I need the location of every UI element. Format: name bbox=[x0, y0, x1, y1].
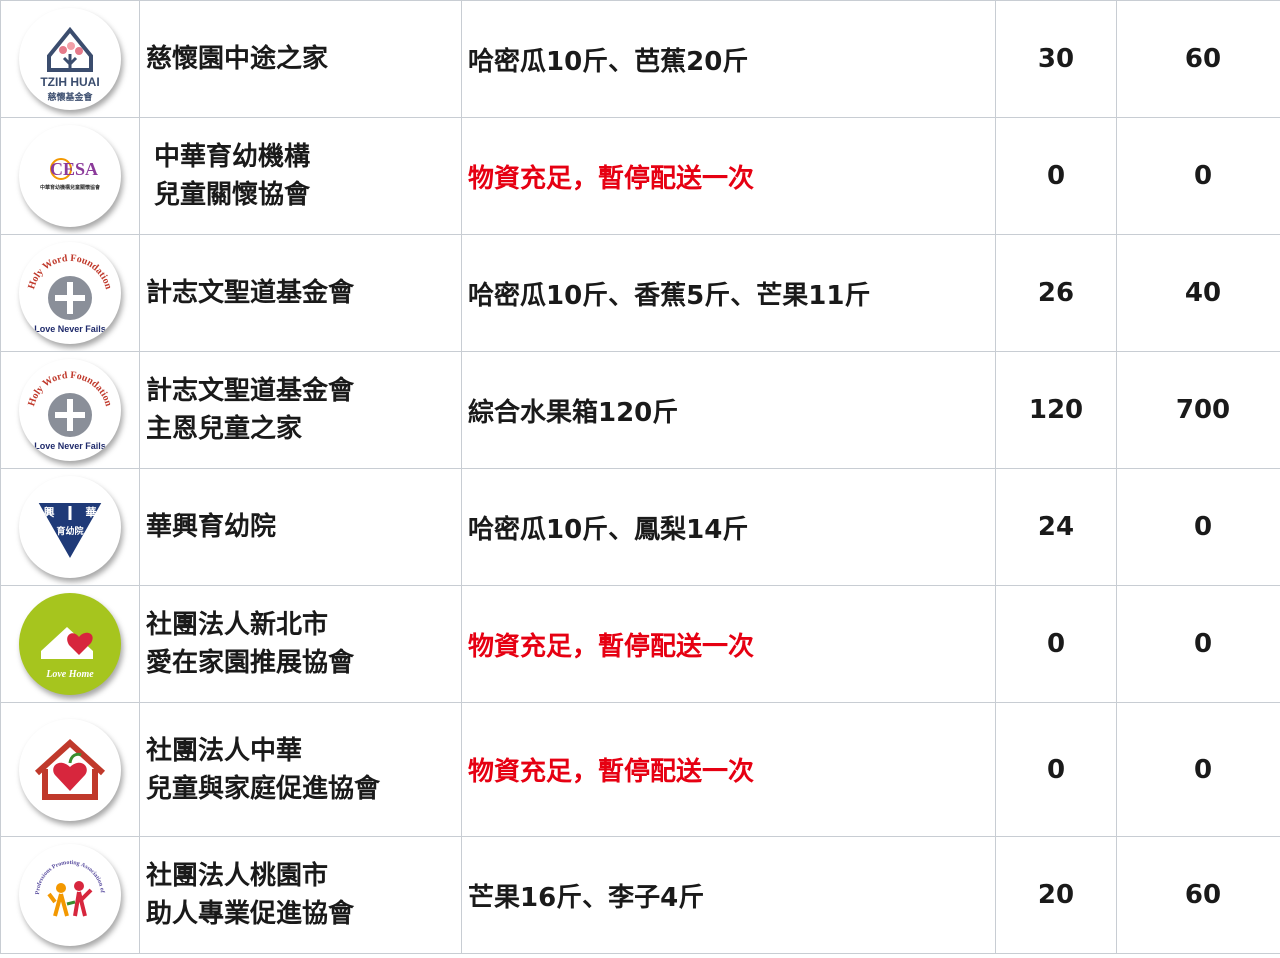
quantity-1: 0 bbox=[995, 117, 1117, 235]
organization-name: 社團法人新北市 愛在家園推展協會 bbox=[139, 585, 462, 703]
svg-text:育幼院: 育幼院 bbox=[56, 525, 83, 537]
logo-cell: Helping Professions Promoting Associatio… bbox=[0, 836, 140, 954]
organization-name-line: 社團法人桃園市 bbox=[146, 861, 329, 891]
svg-text:興: 興 bbox=[44, 505, 55, 519]
organization-name-line: 社團法人新北市 bbox=[146, 610, 329, 640]
quantity-2: 60 bbox=[1116, 0, 1280, 118]
donation-items: 哈密瓜10斤、芭蕉20斤 bbox=[461, 0, 996, 118]
table-row: Holy Word Foundation Love Never Fails 計志… bbox=[0, 351, 1280, 469]
donation-items: 哈密瓜10斤、鳳梨14斤 bbox=[461, 468, 996, 586]
donation-items-text: 物資充足，暫停配送一次 bbox=[468, 631, 755, 662]
organization-name-line: 主恩兒童之家 bbox=[146, 414, 303, 444]
logo-cell: Holy Word Foundation Love Never Fails bbox=[0, 351, 140, 469]
donation-items-text: 哈密瓜10斤、鳳梨14斤 bbox=[468, 514, 749, 545]
organization-name-line: 兒童關懷協會 bbox=[154, 180, 311, 210]
svg-text:Love Never Fails: Love Never Fails bbox=[34, 324, 106, 334]
quantity-2: 0 bbox=[1116, 585, 1280, 703]
organization-name-line: 兒童與家庭促進協會 bbox=[146, 773, 381, 804]
svg-text:慈懷基金會: 慈懷基金會 bbox=[47, 91, 93, 103]
donation-items-text: 物資充足，暫停配送一次 bbox=[468, 757, 755, 787]
helping-professions-logo-icon: Helping Professions Promoting Associatio… bbox=[19, 844, 121, 946]
hua-hsing-orphanage-logo-icon: 興 華 育幼院 bbox=[19, 476, 121, 578]
donation-items-text: 物資充足，暫停配送一次 bbox=[468, 163, 755, 194]
logo-cell: CESA 中華育幼機構兒童關懷協會 bbox=[0, 117, 140, 235]
holy-word-foundation-logo-icon: Holy Word Foundation Love Never Fails bbox=[19, 242, 121, 344]
quantity-2: 60 bbox=[1116, 836, 1280, 954]
quantity-2: 700 bbox=[1116, 351, 1280, 469]
quantity-1: 0 bbox=[995, 585, 1117, 703]
svg-text:CESA: CESA bbox=[50, 159, 98, 179]
tzih-huai-logo-icon: TZIH HUAI 慈懷基金會 bbox=[19, 8, 121, 110]
donation-items: 物資充足，暫停配送一次 bbox=[461, 585, 996, 703]
logo-cell: Holy Word Foundation Love Never Fails bbox=[0, 234, 140, 352]
cesa-logo-icon: CESA 中華育幼機構兒童關懷協會 bbox=[19, 125, 121, 227]
holy-word-foundation-logo-icon: Holy Word Foundation Love Never Fails bbox=[19, 359, 121, 461]
quantity-1: 120 bbox=[995, 351, 1117, 469]
organization-name: 計志文聖道基金會 bbox=[139, 234, 462, 352]
table-row: Helping Professions Promoting Associatio… bbox=[0, 836, 1280, 954]
quantity-2: 0 bbox=[1116, 468, 1280, 586]
organization-name: 社團法人中華 兒童與家庭促進協會 bbox=[139, 702, 462, 837]
svg-text:華: 華 bbox=[86, 505, 97, 519]
organization-name-line: 社團法人中華 bbox=[146, 735, 303, 766]
table-row: TZIH HUAI 慈懷基金會 慈懷園中途之家 哈密瓜10斤、芭蕉20斤 30 … bbox=[0, 0, 1280, 118]
donation-items: 物資充足，暫停配送一次 bbox=[461, 117, 996, 235]
table-row: Holy Word Foundation Love Never Fails 計志… bbox=[0, 234, 1280, 352]
quantity-1: 26 bbox=[995, 234, 1117, 352]
logo-cell: Love Home bbox=[0, 585, 140, 703]
quantity-1: 30 bbox=[995, 0, 1117, 118]
organization-name-line: 助人專業促進協會 bbox=[146, 899, 355, 929]
house-heart-logo-icon bbox=[19, 718, 121, 821]
svg-text:TZIH HUAI: TZIH HUAI bbox=[40, 75, 99, 89]
organization-name: 慈懷園中途之家 bbox=[139, 0, 462, 118]
love-home-logo-icon: Love Home bbox=[19, 593, 121, 695]
donation-items-text: 哈密瓜10斤、香蕉5斤、芒果11斤 bbox=[468, 280, 871, 311]
donation-items: 綜合水果箱120斤 bbox=[461, 351, 996, 469]
svg-text:Love Home: Love Home bbox=[45, 669, 94, 680]
quantity-1: 24 bbox=[995, 468, 1117, 586]
table-row: 社團法人中華 兒童與家庭促進協會 物資充足，暫停配送一次 0 0 bbox=[0, 702, 1280, 837]
organization-name: 社團法人桃園市 助人專業促進協會 bbox=[139, 836, 462, 954]
organization-name-line: 計志文聖道基金會 bbox=[146, 376, 355, 406]
quantity-1: 0 bbox=[995, 702, 1117, 837]
organization-name: 計志文聖道基金會 主恩兒童之家 bbox=[139, 351, 462, 469]
logo-cell: 興 華 育幼院 bbox=[0, 468, 140, 586]
table-row: 興 華 育幼院 華興育幼院 哈密瓜10斤、鳳梨14斤 24 0 bbox=[0, 468, 1280, 586]
svg-text:中華育幼機構兒童關懷協會: 中華育幼機構兒童關懷協會 bbox=[40, 184, 101, 191]
organization-name-line: 計志文聖道基金會 bbox=[146, 278, 355, 308]
donation-items: 物資充足，暫停配送一次 bbox=[461, 702, 996, 837]
quantity-2: 0 bbox=[1116, 702, 1280, 837]
table-row: CESA 中華育幼機構兒童關懷協會 中華育幼機構 兒童關懷協會 物資充足，暫停配… bbox=[0, 117, 1280, 235]
donation-items-text: 芒果16斤、李子4斤 bbox=[468, 882, 705, 913]
organization-name: 華興育幼院 bbox=[139, 468, 462, 586]
svg-text:Love Never Fails: Love Never Fails bbox=[34, 441, 106, 451]
table-row: Love Home 社團法人新北市 愛在家園推展協會 物資充足，暫停配送一次 0… bbox=[0, 585, 1280, 703]
donation-items: 哈密瓜10斤、香蕉5斤、芒果11斤 bbox=[461, 234, 996, 352]
donation-items-text: 綜合水果箱120斤 bbox=[468, 397, 679, 428]
donation-items: 芒果16斤、李子4斤 bbox=[461, 836, 996, 954]
quantity-2: 0 bbox=[1116, 117, 1280, 235]
organization-name: 中華育幼機構 兒童關懷協會 bbox=[139, 117, 462, 235]
organization-name-line: 華興育幼院 bbox=[146, 512, 277, 542]
organization-name-line: 中華育幼機構 bbox=[154, 142, 311, 172]
quantity-2: 40 bbox=[1116, 234, 1280, 352]
organization-name-line: 愛在家園推展協會 bbox=[146, 648, 355, 678]
logo-cell: TZIH HUAI 慈懷基金會 bbox=[0, 0, 140, 118]
quantity-1: 20 bbox=[995, 836, 1117, 954]
donation-items-text: 哈密瓜10斤、芭蕉20斤 bbox=[468, 46, 749, 77]
logo-cell bbox=[0, 702, 140, 837]
organization-name-line: 慈懷園中途之家 bbox=[146, 44, 329, 74]
